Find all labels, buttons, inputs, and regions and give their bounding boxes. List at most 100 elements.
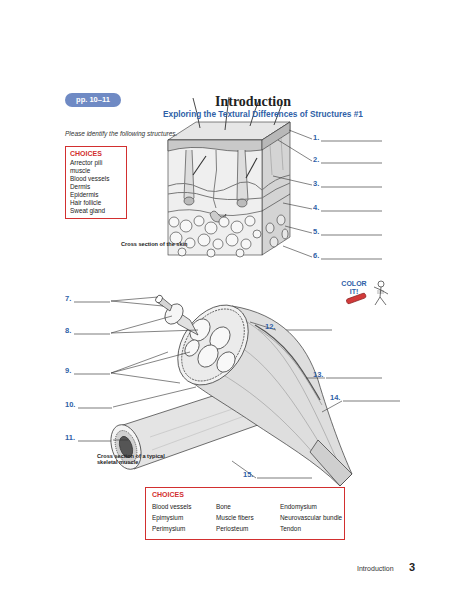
- page-title: Introduction: [200, 94, 306, 110]
- skin-illustration: [168, 182, 262, 192]
- skin-illustration: [168, 140, 262, 151]
- muscle-illustration: [213, 348, 239, 375]
- callout-number: 13.: [313, 371, 323, 380]
- muscle-illustration: [258, 329, 322, 405]
- muscle-leader-line: [322, 401, 342, 412]
- callout-number: 12.: [265, 323, 275, 332]
- color-it-art: [377, 291, 384, 292]
- answer-blank: [321, 259, 382, 260]
- skin-illustration: [168, 97, 290, 257]
- skin-illustration: [226, 234, 238, 246]
- skin-illustration: [184, 197, 194, 205]
- callout-number: 11.: [65, 434, 75, 443]
- muscle-leader-line: [111, 297, 342, 478]
- choice-item: Neurovascular bundle: [280, 514, 342, 522]
- answer-blank: [74, 302, 110, 303]
- skin-illustration: [262, 183, 290, 198]
- skin-illustration: [213, 150, 216, 208]
- color-it-art: [381, 290, 388, 294]
- skin-illustration: [277, 215, 285, 225]
- skin-illustration: [184, 150, 194, 202]
- choice-item: Epimysium: [152, 514, 183, 522]
- choices-heading: CHOICES: [152, 491, 184, 500]
- skin-illustration: [180, 220, 192, 232]
- answer-blank: [343, 401, 400, 402]
- muscle-illustration: [154, 294, 164, 304]
- skin-illustration: [168, 140, 262, 255]
- answer-blank: [78, 441, 112, 442]
- muscle-illustration: [255, 325, 320, 400]
- answer-blank: [74, 374, 110, 375]
- color-it-art: [377, 293, 384, 294]
- answer-blank: [326, 378, 382, 379]
- skin-leader-line: [278, 140, 312, 161]
- skin-illustration: [194, 216, 204, 226]
- skin-illustration: [282, 229, 288, 239]
- choice-item: Sweat gland: [70, 207, 122, 215]
- muscle-leader-line: [111, 301, 163, 306]
- skin-illustration: [178, 248, 186, 256]
- choices-box: CHOICES Blood vesselsEpimysiumPerimysium B…: [145, 487, 345, 540]
- muscle-illustration: [182, 337, 202, 359]
- skin-illustration: [236, 249, 244, 257]
- skin-illustration: [270, 237, 278, 247]
- skin-illustration: [205, 222, 217, 234]
- callout-number: 6.: [313, 252, 319, 261]
- answer-blank: [74, 141, 400, 478]
- callout-number: 9.: [65, 367, 71, 376]
- muscle-leader-line: [111, 352, 190, 373]
- muscle-leader-line: [113, 440, 128, 441]
- figure-caption: Cross section of the skin: [121, 241, 188, 247]
- skin-illustration: [262, 122, 290, 255]
- choices-heading: CHOICES: [70, 150, 122, 159]
- muscle-leader-line: [111, 352, 168, 373]
- skin-illustration: [245, 216, 255, 226]
- badge-text: pp. 10–11: [65, 93, 121, 107]
- skin-illustration: [198, 234, 210, 246]
- muscle-leader-line: [111, 297, 158, 301]
- skin-illustration: [262, 175, 290, 190]
- skin-illustration: [168, 192, 262, 199]
- callout-number: 3.: [313, 180, 319, 189]
- answer-blank: [321, 235, 382, 236]
- muscle-leader-line: [111, 373, 180, 383]
- muscle-illustration: [215, 370, 338, 484]
- skin-illustration: [219, 217, 229, 227]
- choice-item: Muscle fibers: [216, 514, 254, 522]
- answer-blank: [321, 141, 382, 142]
- callout-number: 14.: [330, 394, 340, 403]
- skin-leader-line: [273, 130, 312, 257]
- choice-item: Blood vessels: [152, 503, 191, 511]
- answer-blank: [74, 334, 110, 335]
- callout-number: 7.: [65, 295, 71, 304]
- muscle-leader-line: [113, 387, 196, 407]
- color-it-art: [374, 287, 381, 290]
- callout-number: 4.: [313, 204, 319, 213]
- skin-illustration: [253, 230, 261, 238]
- choice-item: Epidermis: [70, 191, 122, 199]
- skin-illustration: [246, 158, 257, 178]
- footer-text: Introduction: [357, 565, 394, 573]
- callout-number: 15.: [243, 471, 253, 480]
- muscle-illustration: [192, 306, 352, 486]
- answer-blank: [257, 478, 312, 479]
- choice-item: Bone: [216, 503, 231, 511]
- instruction: Please identify the following structures…: [65, 130, 177, 137]
- choice-item: Dermis: [70, 183, 122, 191]
- skin-illustration: [231, 221, 243, 233]
- color-it-art: [380, 287, 381, 297]
- callout-number: 8.: [65, 327, 71, 336]
- muscle-illustration: [310, 440, 352, 486]
- skin-leader-line: [283, 203, 312, 209]
- callout-number: 2.: [313, 156, 319, 165]
- choice-item: Tendon: [280, 525, 301, 533]
- choice-item: Periosteum: [216, 525, 248, 533]
- choice-item: Hair follicle: [70, 199, 122, 207]
- skin-leader-line: [285, 226, 312, 233]
- skin-leader-line: [273, 176, 312, 185]
- page-range-badge: pp. 10–11: [65, 93, 121, 107]
- subtitle: Exploring the Textural Differences of St…: [113, 110, 413, 120]
- skin-illustration: [241, 239, 251, 249]
- choice-item: Perimysium: [152, 525, 185, 533]
